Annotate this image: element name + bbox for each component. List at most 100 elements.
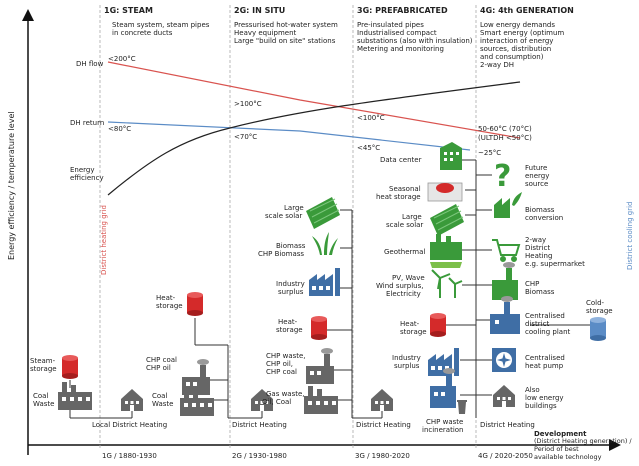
svg-text:Low energy demands: Low energy demands bbox=[480, 21, 555, 29]
g3-chp-label-3: CHP coal bbox=[266, 368, 297, 376]
g4-biomass-conv-label-1: Biomass bbox=[525, 206, 555, 214]
g4-supermarket-icon bbox=[492, 239, 521, 262]
efficiency-label-1: Energy bbox=[70, 166, 95, 174]
g3-heat-storage-icon bbox=[311, 316, 327, 340]
g4-heat-storage-icon bbox=[430, 313, 446, 337]
svg-text:interaction of energy: interaction of energy bbox=[480, 37, 553, 45]
dh-flow-curve bbox=[107, 61, 521, 139]
g3-chp-icon bbox=[306, 348, 334, 384]
g3-industry-label-2: surplus bbox=[278, 288, 304, 296]
period-4g: 4G / 2020-2050 bbox=[478, 452, 533, 460]
g4-cold-storage-label-2: storage bbox=[586, 307, 613, 315]
g4-large-solar-label-2: scale solar bbox=[386, 221, 423, 229]
g4-chp-biomass-label-2: Biomass bbox=[525, 288, 555, 296]
flow-temp-4g-ultdh: (ULTDH <50°C) bbox=[478, 134, 532, 142]
svg-text:Metering and monitoring: Metering and monitoring bbox=[357, 45, 444, 53]
g4-low-energy-label-3: buildings bbox=[525, 402, 557, 410]
svg-text:and consumption): and consumption) bbox=[480, 53, 544, 61]
flow-temp-4g: 50-60°C (70°C) bbox=[478, 125, 532, 133]
svg-text:Pre-insulated pipes: Pre-insulated pipes bbox=[357, 21, 424, 29]
g4-cooling-plant-icon bbox=[490, 296, 520, 334]
g4-data-center-icon bbox=[440, 142, 462, 170]
g3-large-solar-label-2: scale solar bbox=[265, 212, 302, 220]
heating-grid-label: District heating grid bbox=[100, 205, 108, 275]
gen-desc-2g: Pressurised hot-water system Heavy equip… bbox=[234, 21, 338, 45]
gen-desc-3g: Pre-insulated pipes Industrialised compa… bbox=[357, 21, 473, 53]
g4-wind-icon bbox=[431, 269, 463, 298]
g4-cold-storage-label-1: Cold- bbox=[586, 299, 605, 307]
gen-title-3g: 3G: PREFABRICATED bbox=[357, 6, 448, 15]
gen-title-2g: 2G: IN SITU bbox=[234, 6, 285, 15]
x-axis-label-4: available technology bbox=[534, 453, 602, 461]
svg-text:Large "build on site" stations: Large "build on site" stations bbox=[234, 37, 336, 45]
g4-future-source-icon: ? bbox=[494, 159, 511, 194]
g4-pv-label-2: Wind surplus, bbox=[376, 282, 423, 290]
svg-text:Smart energy (optimum: Smart energy (optimum bbox=[480, 29, 564, 37]
g4-low-energy-label-1: Also bbox=[525, 386, 540, 394]
gen-desc-1g: Steam system, steam pipes in concrete du… bbox=[112, 21, 210, 37]
g2-chp-label-2: CHP oil bbox=[146, 364, 171, 372]
g4-biomass-conversion-icon bbox=[494, 192, 522, 218]
y-axis-label: Energy efficiency / temperature level bbox=[7, 111, 16, 260]
g3-network bbox=[325, 209, 383, 419]
gen-desc-4g: Low energy demands Smart energy (optimum… bbox=[480, 21, 564, 69]
g4-low-energy-label-2: low energy bbox=[525, 394, 564, 402]
flow-temp-3g: <100°C bbox=[357, 114, 385, 122]
g3-house-icon bbox=[371, 389, 393, 411]
g3-chp-label-1: CHP waste, bbox=[266, 352, 306, 360]
g4-seasonal-storage-icon bbox=[427, 182, 463, 202]
g1-coal-label: Coal bbox=[33, 392, 48, 400]
period-2g: 2G / 1930-1980 bbox=[232, 452, 287, 460]
g1-network-label: Local District Heating bbox=[92, 421, 167, 429]
g4-seasonal-label-2: heat storage bbox=[376, 193, 421, 201]
g4-cold-storage-icon bbox=[590, 317, 606, 341]
gen-title-4g: 4G: 4th GENERATION bbox=[480, 6, 574, 15]
svg-text:Heavy equipment: Heavy equipment bbox=[234, 29, 297, 37]
cooling-grid-label: District cooling grid bbox=[626, 202, 634, 271]
g3-biomass-icon bbox=[312, 232, 338, 255]
g4-data-center-label: Data center bbox=[380, 156, 422, 164]
g4-industry-label-2: surplus bbox=[394, 362, 420, 370]
g4-future-label-3: source bbox=[525, 180, 548, 188]
svg-text:Steam system, steam pipes: Steam system, steam pipes bbox=[112, 21, 210, 29]
return-temp-3g: <45°C bbox=[357, 144, 380, 152]
g3-heat-storage-label-1: Heat- bbox=[278, 318, 298, 326]
g3-biomass-label-2: CHP Biomass bbox=[258, 250, 304, 258]
g3-gas-plant-icon bbox=[304, 386, 338, 414]
g2-chp-label-1: CHP coal bbox=[146, 356, 177, 364]
g4-heat-storage-label-2: storage bbox=[400, 328, 427, 336]
dh-return-label: DH return bbox=[70, 119, 104, 127]
g4-seasonal-label-1: Seasonal bbox=[389, 185, 421, 193]
g3-industry-label-1: Industry bbox=[276, 280, 305, 288]
g4-chp-waste-label-1: CHP waste bbox=[426, 418, 463, 426]
g1-steam-storage-icon bbox=[62, 355, 78, 379]
period-3g: 3G / 1980-2020 bbox=[355, 452, 410, 460]
g1-waste-label: Waste bbox=[33, 400, 54, 408]
g2-heat-storage-label-2: storage bbox=[156, 302, 183, 310]
g3-industry-icon bbox=[309, 268, 340, 296]
g4-future-label-2: energy bbox=[525, 172, 549, 180]
g4-biomass-conv-label-2: conversion bbox=[525, 214, 563, 222]
dh-flow-label: DH flow bbox=[76, 60, 104, 68]
g4-network-label: District Heating bbox=[480, 421, 535, 429]
g3-heat-storage-label-2: storage bbox=[276, 326, 303, 334]
g2-heat-storage-icon bbox=[187, 292, 203, 316]
efficiency-label-2: efficiency bbox=[70, 174, 104, 182]
g4-low-energy-house-icon bbox=[493, 385, 515, 407]
svg-text:in concrete ducts: in concrete ducts bbox=[112, 29, 173, 37]
flow-temp-2g: >100°C bbox=[234, 100, 262, 108]
period-1g: 1G / 1880-1930 bbox=[102, 452, 157, 460]
g4-cooling-plant-label-2: district bbox=[525, 320, 549, 328]
g2-heat-storage-label-1: Heat- bbox=[156, 294, 176, 302]
svg-text:?: ? bbox=[494, 159, 511, 194]
svg-text:Pressurised hot-water system: Pressurised hot-water system bbox=[234, 21, 338, 29]
g4-chp-waste-icon bbox=[430, 368, 467, 414]
dh-return-curve bbox=[107, 121, 471, 151]
svg-text:2-way DH: 2-way DH bbox=[480, 61, 514, 69]
g4-network bbox=[445, 159, 598, 418]
g3-gas-label-1: Gas waste, bbox=[266, 390, 305, 398]
flow-temp-1g: <200°C bbox=[108, 55, 136, 63]
g4-heat-pump-label-2: heat pump bbox=[525, 362, 564, 370]
